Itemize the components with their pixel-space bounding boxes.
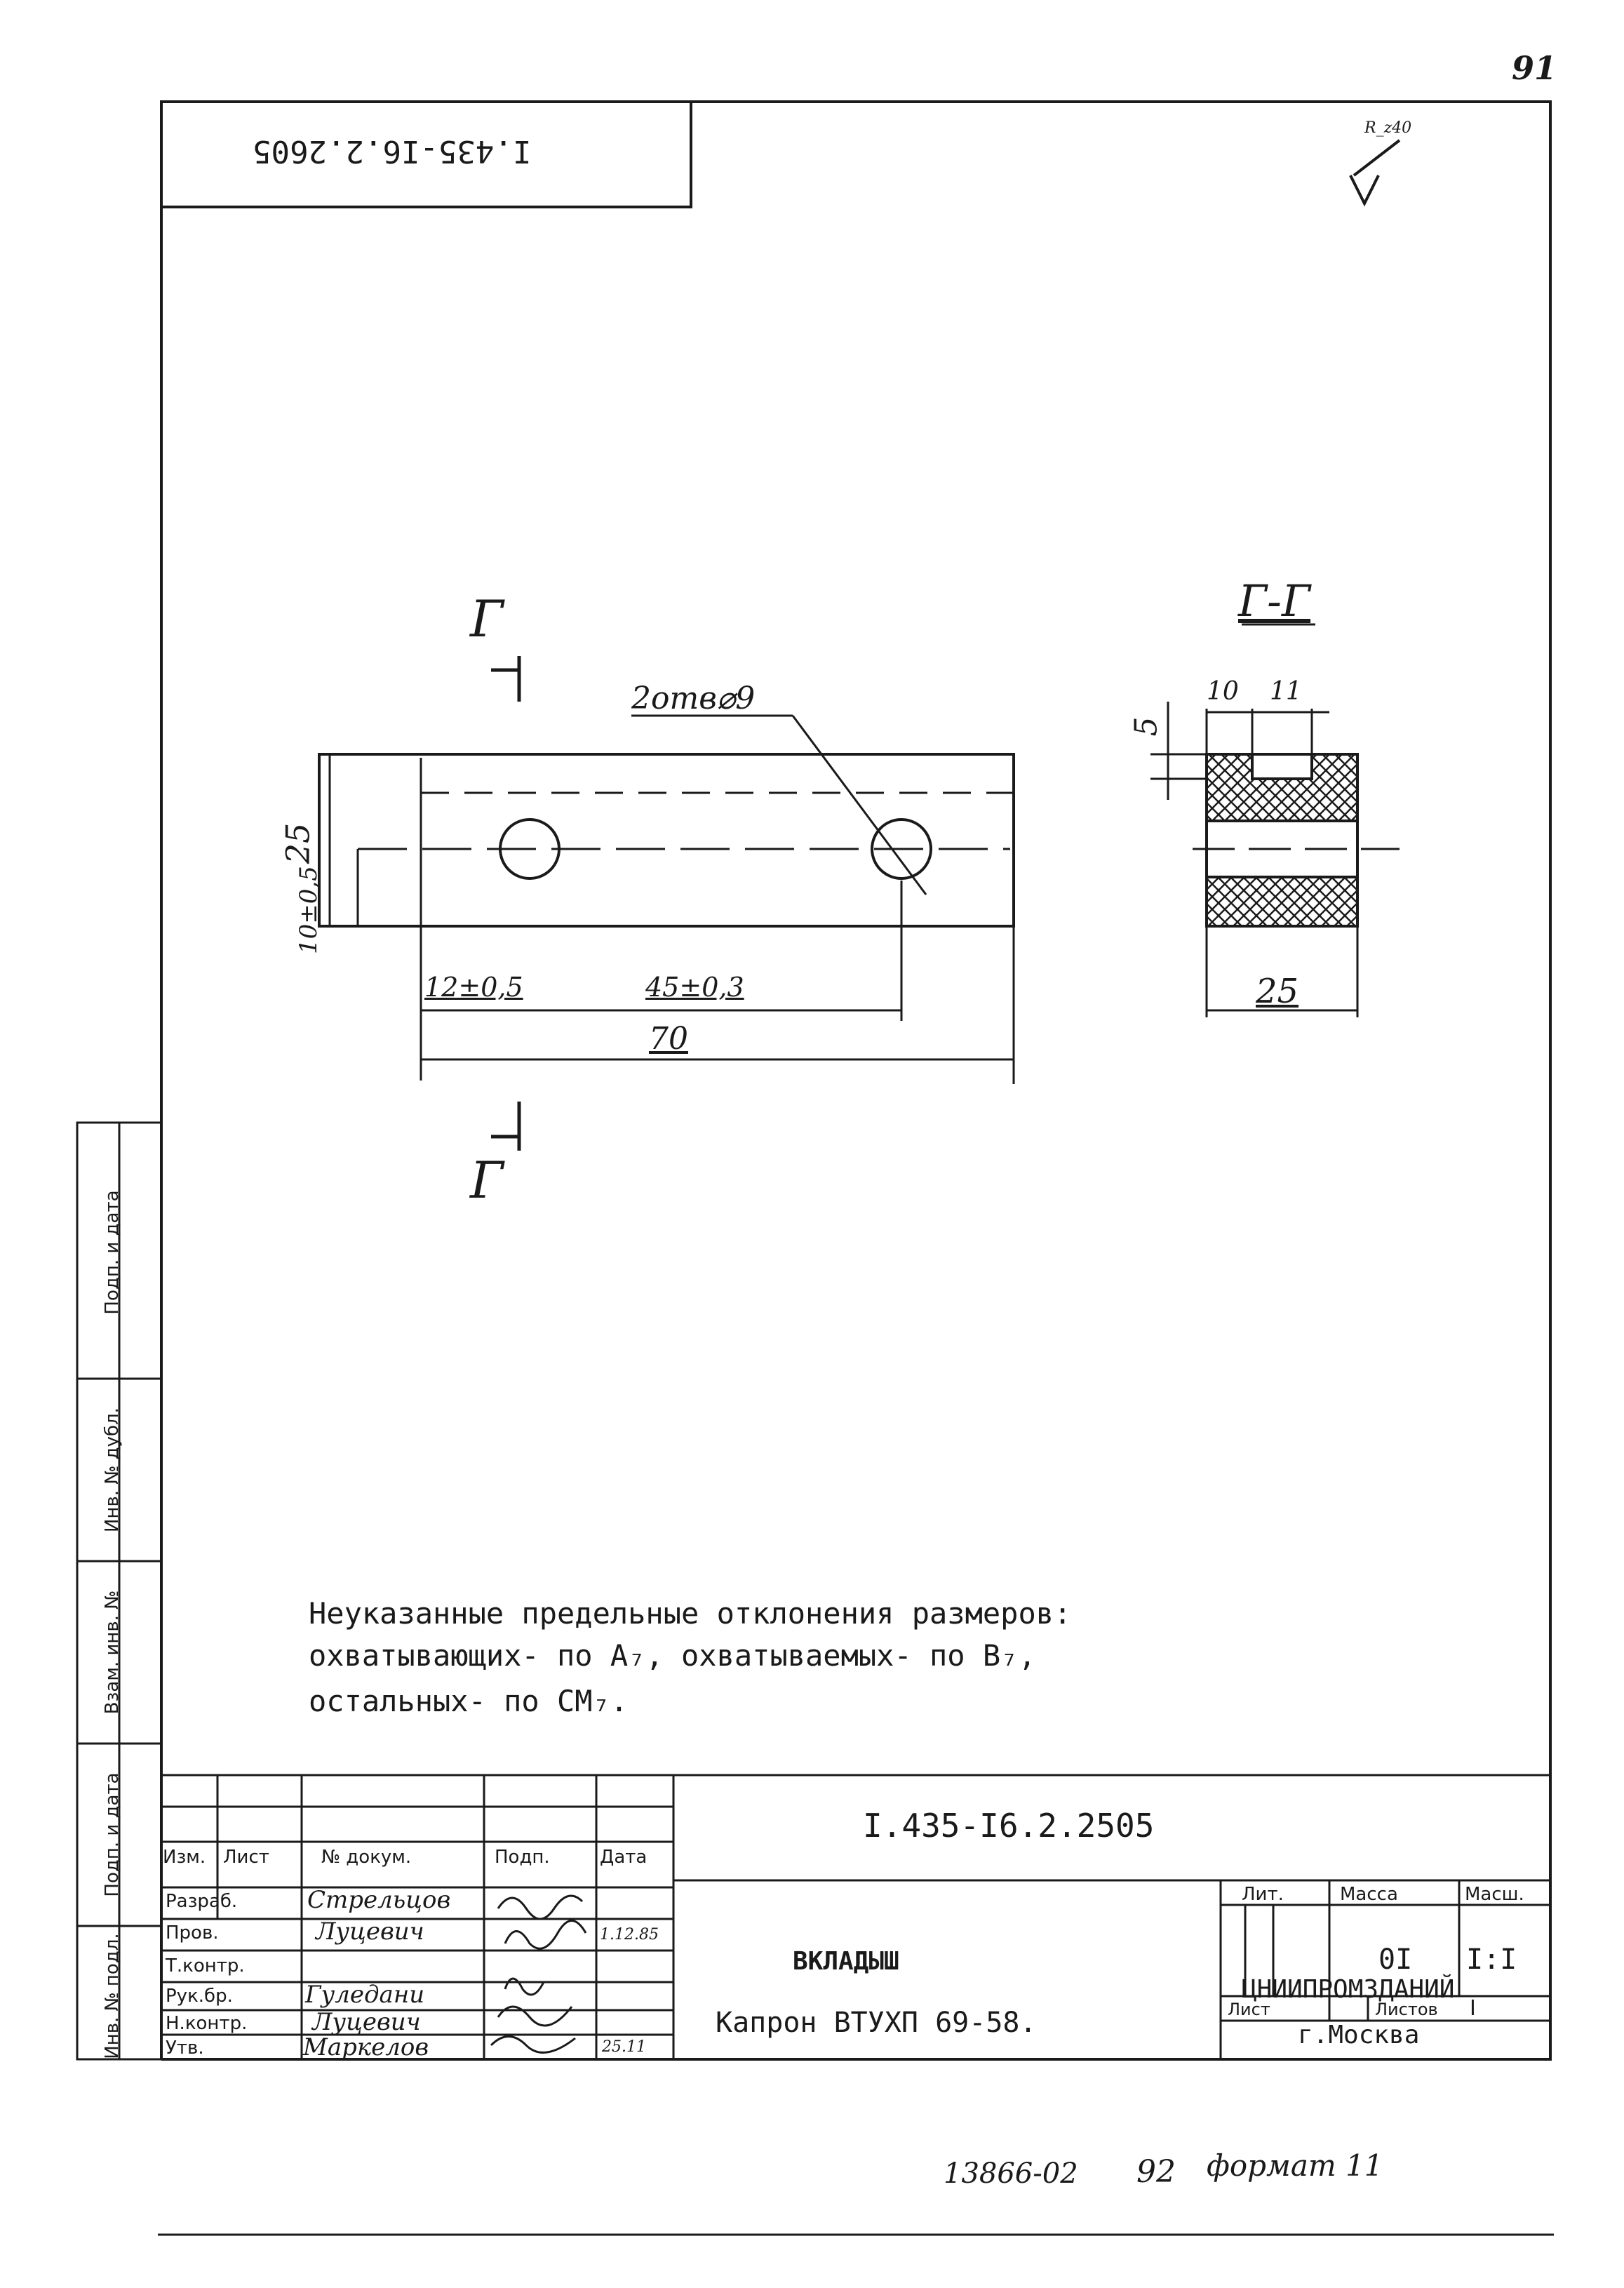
col-header-change: Изм. bbox=[163, 1847, 206, 1868]
main-view bbox=[318, 656, 1015, 1151]
note-line-3: остальных- по CM₇. bbox=[309, 1684, 629, 1718]
col-header-sheet: Лист bbox=[223, 1847, 269, 1868]
col-header-doc: № докум. bbox=[321, 1847, 412, 1868]
role-approver: Утв. bbox=[166, 2038, 204, 2059]
name-developer: Стрельцов bbox=[307, 1886, 451, 1914]
title-org-line1: ЦНИИПРОМЗДАНИЙ bbox=[1242, 1975, 1455, 2004]
side-stamp-sign-date-1: Подп. и дата bbox=[102, 1190, 123, 1315]
section-view-title: Г-Г bbox=[1238, 575, 1311, 627]
holes-callout: 2отв⌀9 bbox=[631, 681, 756, 716]
side-stamp-grid bbox=[76, 1121, 163, 2061]
section-label-top: Г bbox=[470, 589, 504, 648]
dim-section-a: 10 bbox=[1207, 677, 1239, 706]
side-stamp-dup-inv: Инв. № дубл. bbox=[102, 1407, 123, 1532]
section-view bbox=[1150, 623, 1400, 1017]
role-checker: Пров. bbox=[166, 1922, 219, 1944]
title-designation: I.435-I6.2.2505 bbox=[863, 1807, 1155, 1845]
sheet-label: Лист bbox=[1228, 2000, 1270, 2019]
dim-section-c: 5 bbox=[1128, 716, 1165, 737]
name-team-lead: Гуледани bbox=[305, 1981, 425, 2009]
dim-offset-vertical: 10±0,5 bbox=[295, 866, 323, 954]
date-checker: 1.12.85 bbox=[600, 1926, 659, 1944]
drawing-frame bbox=[158, 100, 1554, 2236]
dim-length: 70 bbox=[649, 1021, 688, 1057]
dim-section-b: 11 bbox=[1270, 677, 1302, 706]
footer-page-number: 92 bbox=[1136, 2154, 1176, 2190]
dim-section-width: 25 bbox=[1256, 972, 1299, 1011]
side-stamp-sign-date-2: Подп. и дата bbox=[102, 1772, 123, 1897]
dim-hole1-x: 12±0,5 bbox=[424, 972, 523, 1003]
title-part-name: ВКЛАДЫШ bbox=[793, 1947, 899, 1976]
role-norm-control: Н.контр. bbox=[166, 2013, 248, 2034]
col-header-sign: Подп. bbox=[495, 1847, 550, 1868]
header-scale: Масш. bbox=[1465, 1884, 1524, 1905]
side-stamp-repl-inv: Взам. инв. № bbox=[102, 1590, 123, 1715]
header-mass: Масса bbox=[1340, 1884, 1398, 1905]
footer-archive-number: 13866-02 bbox=[944, 2157, 1078, 2190]
name-norm-control: Луцевич bbox=[312, 2008, 421, 2036]
note-line-1: Неуказанные предельные отклонения размер… bbox=[309, 1596, 1072, 1631]
roughness-label: R_z40 bbox=[1364, 119, 1412, 137]
dim-height: 25 bbox=[279, 822, 317, 864]
top-designation-stamp: I.435-I6.2.2605 bbox=[253, 133, 532, 169]
col-header-date: Дата bbox=[600, 1847, 647, 1868]
scale-value: I:I bbox=[1466, 1944, 1517, 1976]
role-developer: Разраб. bbox=[166, 1891, 238, 1912]
name-checker: Луцевич bbox=[316, 1918, 424, 1946]
name-approver: Маркелов bbox=[303, 2033, 429, 2061]
sheets-value: I bbox=[1470, 1996, 1476, 2021]
mass-value: 0I bbox=[1378, 1944, 1413, 1976]
role-tech-control: Т.контр. bbox=[166, 1955, 245, 1976]
dim-hole-spacing: 45±0,3 bbox=[645, 972, 744, 1003]
roughness-symbol bbox=[1349, 139, 1401, 207]
sheets-label: Листов bbox=[1375, 2000, 1438, 2019]
footer-format: формат 11 bbox=[1207, 2148, 1383, 2183]
side-stamp-orig-inv: Инв. № подл. bbox=[102, 1933, 123, 2059]
title-org-line2: г.Москва bbox=[1298, 2021, 1420, 2049]
page-number: 91 bbox=[1512, 49, 1557, 87]
role-team-lead: Рук.бр. bbox=[166, 1986, 233, 2007]
title-material: Капрон ВТУХП 69-58. bbox=[716, 2007, 1037, 2039]
date-approver: 25.11 bbox=[602, 2038, 646, 2056]
signatures bbox=[490, 1894, 587, 2054]
header-lit: Лит. bbox=[1242, 1884, 1284, 1905]
section-label-bottom: Г bbox=[470, 1151, 504, 1210]
note-line-2: охватывающих- по A₇, охватываемых- по B₇… bbox=[309, 1638, 1036, 1673]
title-block-grid bbox=[161, 1774, 1550, 2059]
